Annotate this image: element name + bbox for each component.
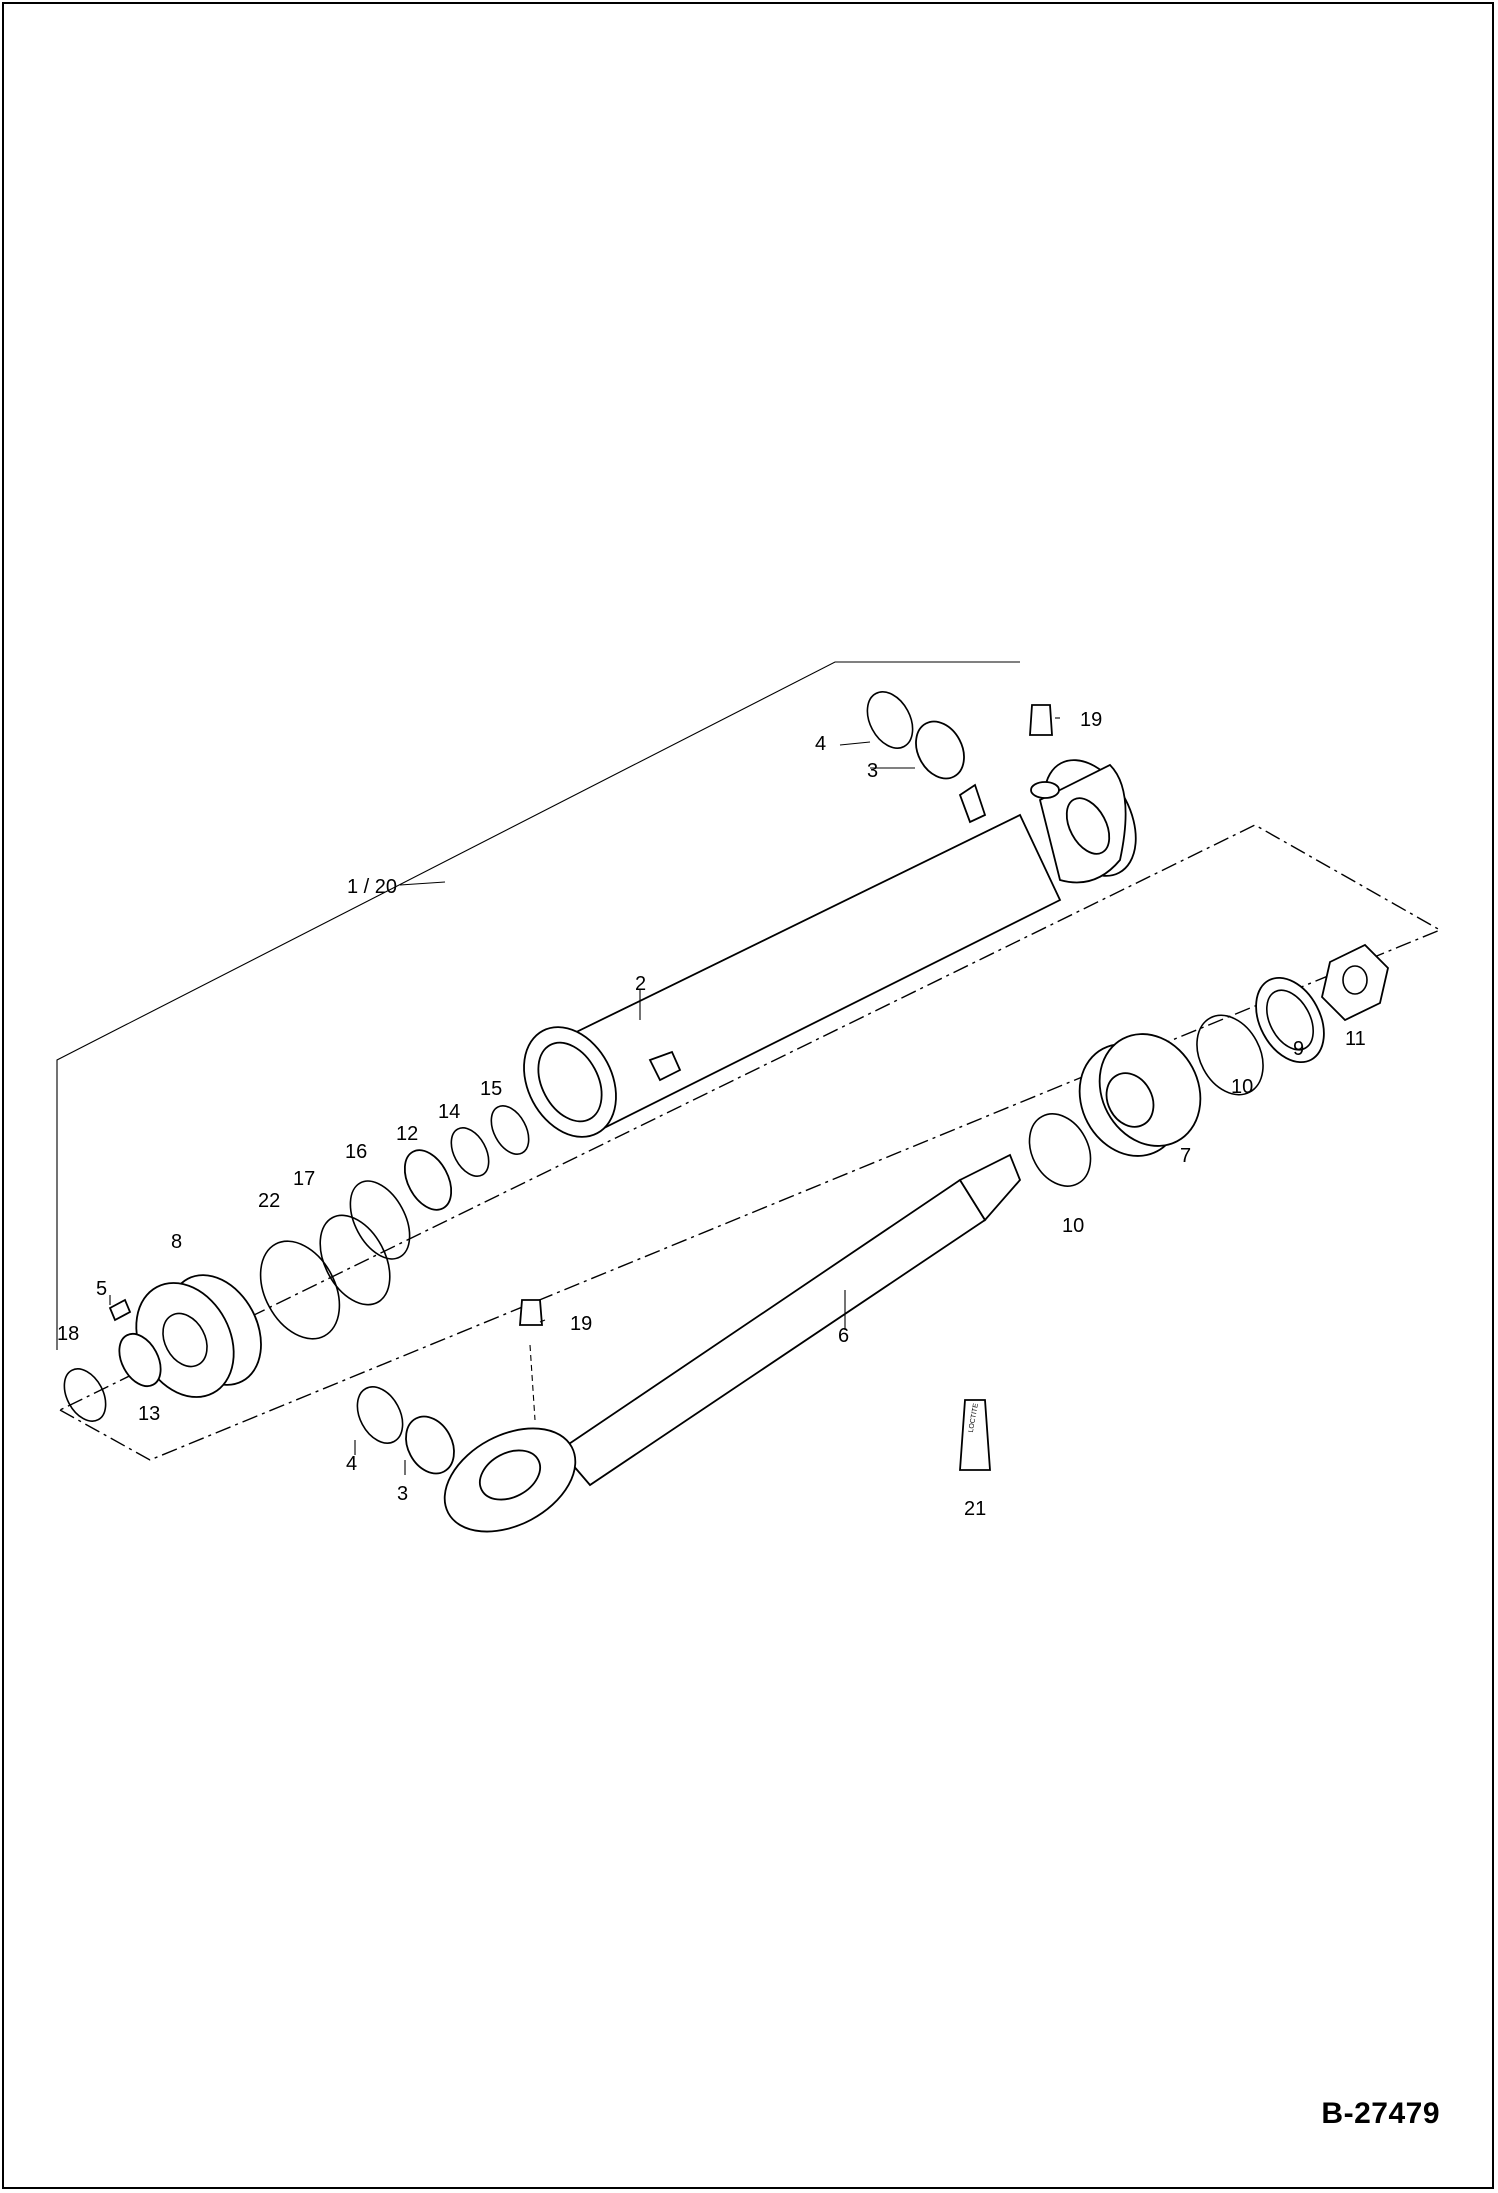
- grease-fittings: [519, 704, 1053, 1326]
- callouts: 1 / 20 2 3 4 19 3 4 5 6 7 8 9 10 10 11 1…: [57, 709, 1366, 1520]
- callout-12: 12: [396, 1123, 418, 1145]
- callout-10-b: 10: [1062, 1215, 1084, 1237]
- callout-8: 8: [171, 1231, 182, 1253]
- callout-19-bottom: 19: [570, 1313, 592, 1335]
- callout-3-bottom: 3: [397, 1483, 408, 1505]
- callout-11: 11: [1345, 1028, 1366, 1050]
- callout-4-bottom: 4: [346, 1453, 357, 1475]
- drawing-number: B-27479: [1321, 2097, 1440, 2130]
- callout-21: 21: [964, 1498, 986, 1520]
- callout-19-top: 19: [1080, 709, 1102, 731]
- seal-kit-dashed-boundary: [59, 824, 1442, 1461]
- piston: [1078, 1033, 1202, 1157]
- small-seal-rings: [63, 1105, 530, 1422]
- callout-5: 5: [96, 1278, 107, 1300]
- leader-lines: [109, 717, 1060, 1475]
- callout-16: 16: [345, 1141, 367, 1163]
- callout-7: 7: [1180, 1145, 1191, 1167]
- callout-3-top: 3: [867, 760, 878, 782]
- callout-15: 15: [480, 1078, 502, 1100]
- callout-13: 13: [138, 1403, 160, 1425]
- callout-2: 2: [635, 973, 646, 995]
- bushings-and-clips: [356, 691, 965, 1475]
- callout-14: 14: [438, 1101, 460, 1123]
- callout-6: 6: [838, 1325, 849, 1347]
- callout-17: 17: [293, 1168, 315, 1190]
- piston-rod: [443, 1153, 1022, 1533]
- seal-rings: [1028, 943, 1389, 1187]
- callout-4-top: 4: [815, 733, 826, 755]
- loctite-tube: LOCTITE: [959, 1399, 991, 1471]
- assembly-bracket-1-20: [56, 661, 1020, 1350]
- callout-18: 18: [57, 1323, 79, 1345]
- callout-9: 9: [1293, 1038, 1304, 1060]
- callout-1-20: 1 / 20: [347, 876, 397, 898]
- callout-22: 22: [258, 1190, 280, 1212]
- callout-10-a: 10: [1231, 1076, 1253, 1098]
- cylinder-barrel: [523, 759, 1137, 1138]
